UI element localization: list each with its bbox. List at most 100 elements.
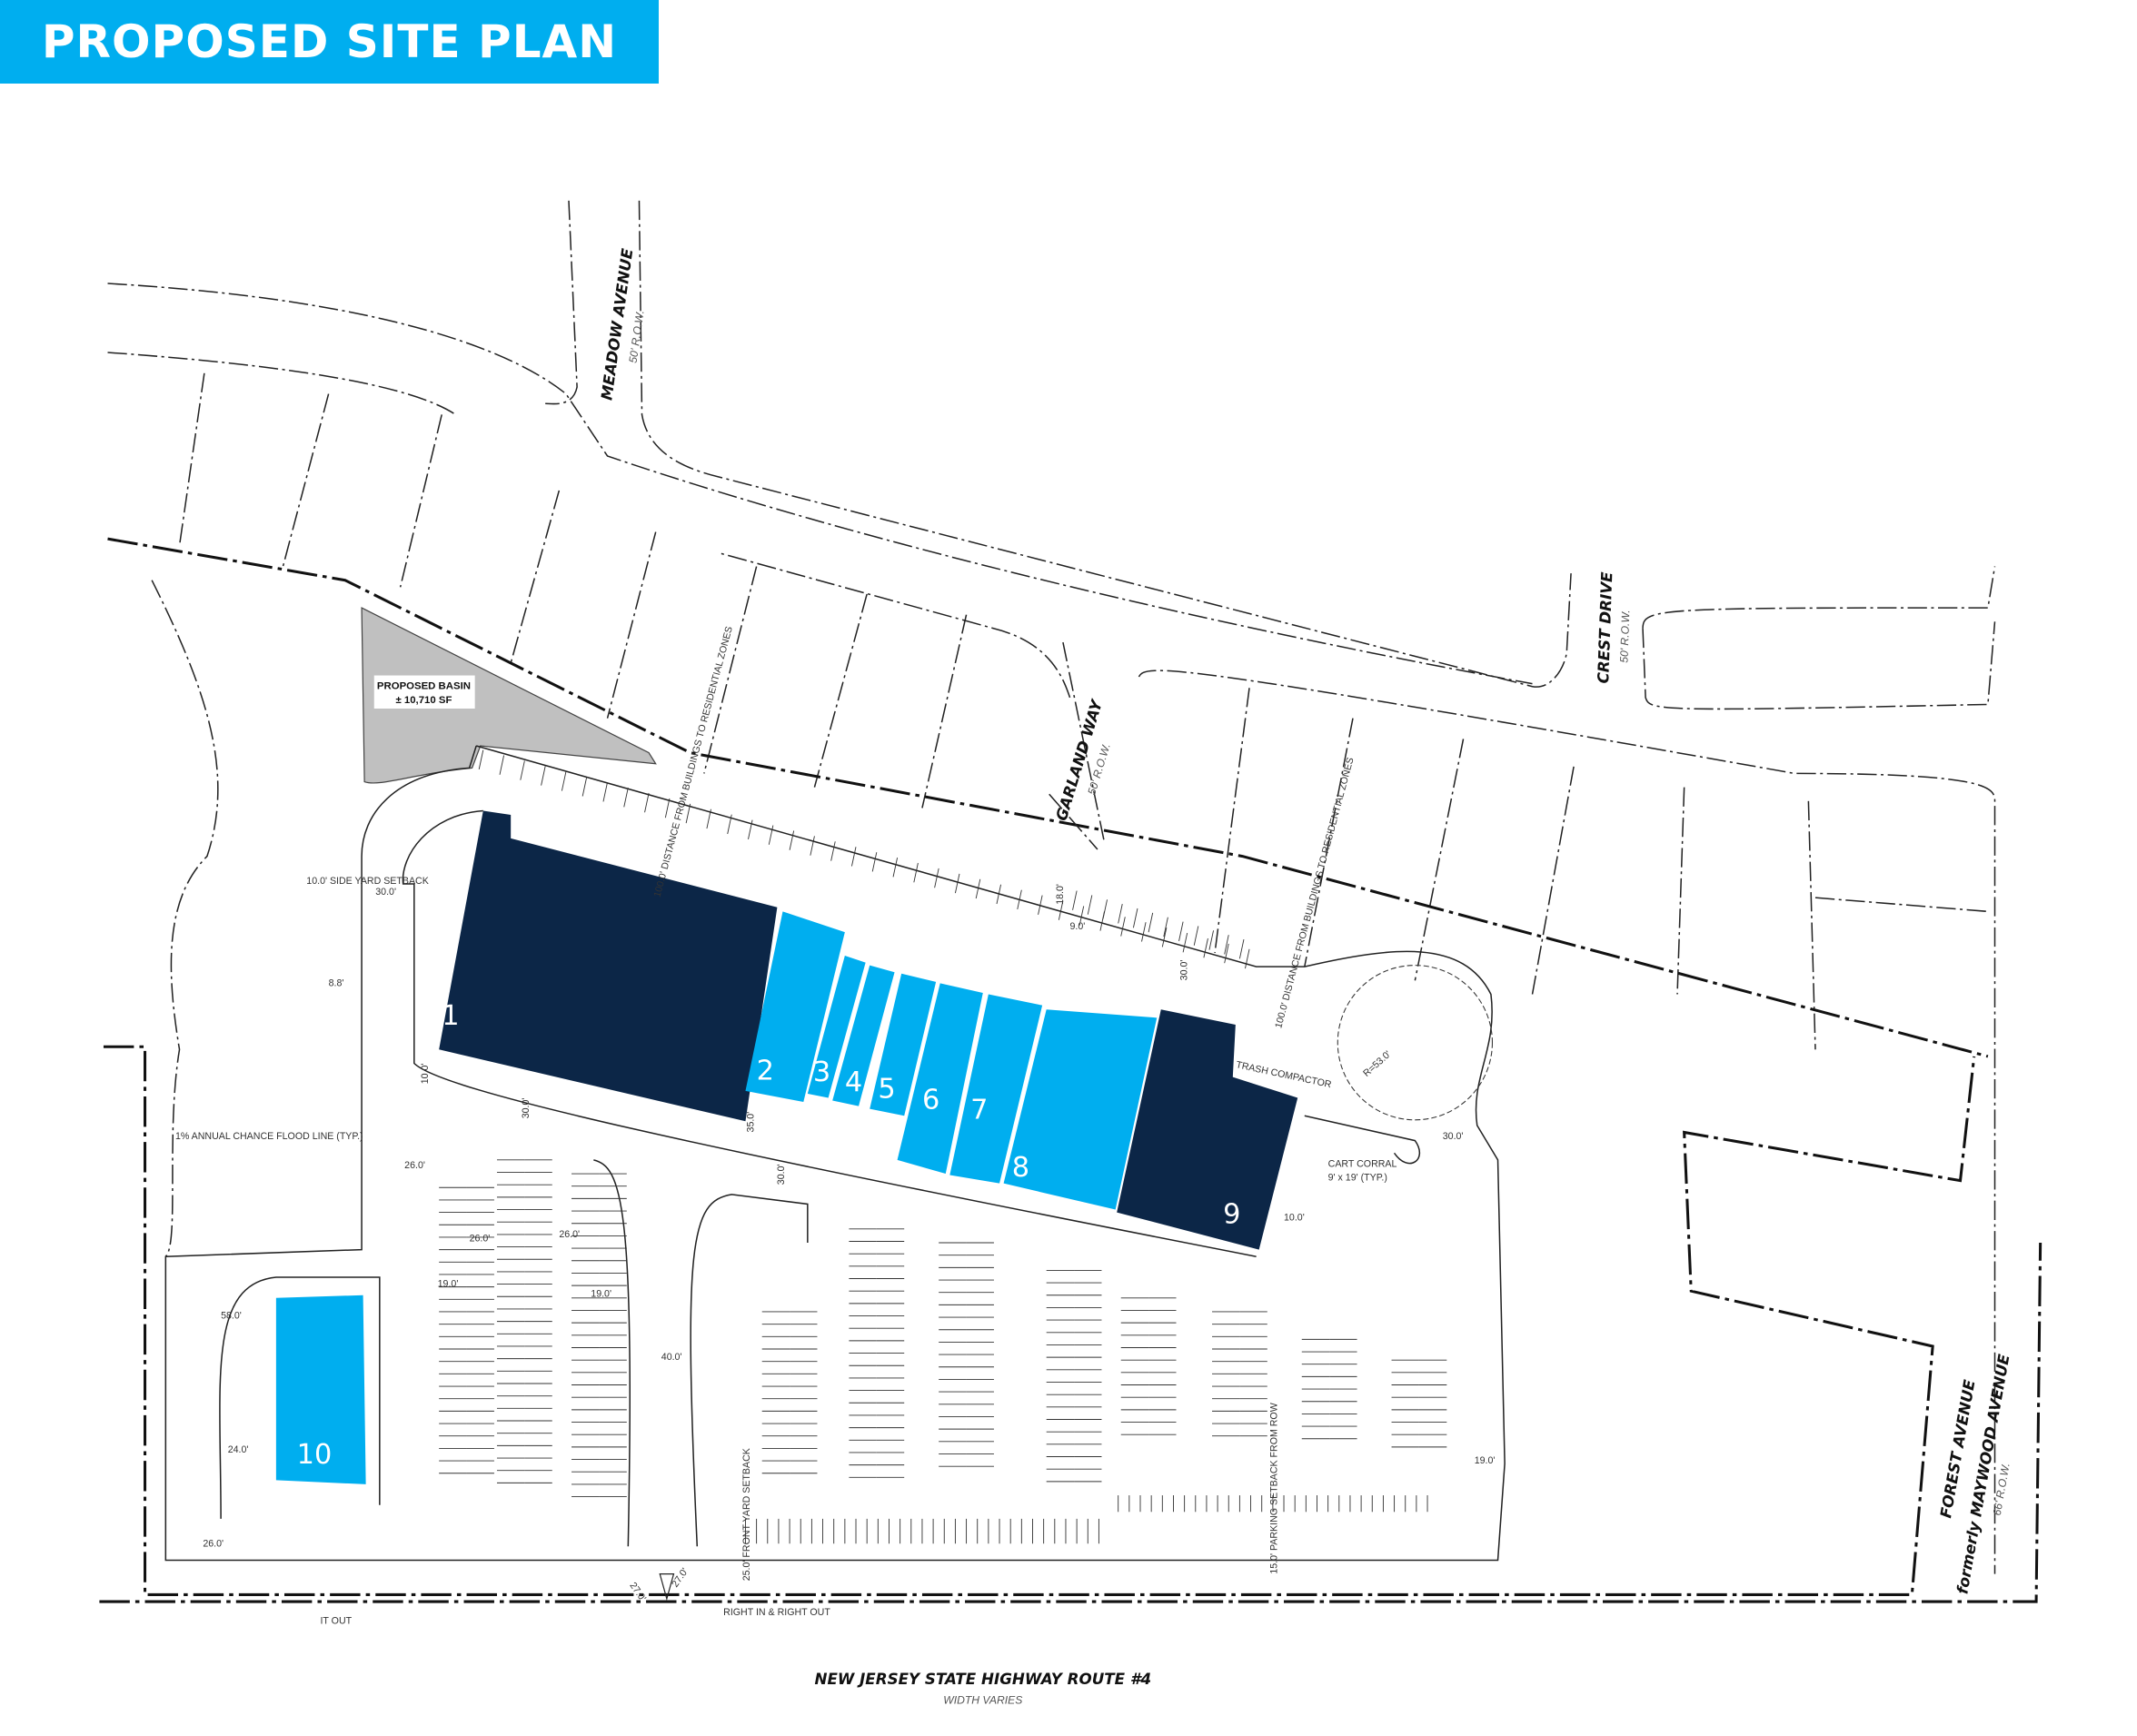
parking-stall-line: [623, 787, 629, 808]
parking-stall-line: [748, 819, 753, 839]
front-setback-label: 25.0' FRONT YARD SETBACK: [741, 1448, 752, 1581]
parking-stall-line: [685, 803, 691, 824]
building-label-1: 1: [442, 1000, 459, 1032]
parking-stall-line: [1178, 921, 1184, 941]
dim: 10.0': [420, 1064, 431, 1085]
parking-stall-line: [1161, 928, 1168, 947]
dim: 58.0': [221, 1311, 242, 1322]
parking-stall-line: [541, 766, 546, 786]
distance-label-west: 100.0' DISTANCE FROM BUILDINGS TO RESIDE…: [652, 625, 735, 898]
parking-stall-line: [561, 771, 567, 791]
parking-stall-line: [892, 858, 899, 878]
dim: 26.0': [559, 1229, 580, 1240]
parking-stall-line: [478, 749, 484, 769]
property-lines: [99, 200, 2043, 1603]
truck-turning-circle: [1337, 965, 1493, 1121]
building-4[interactable]: [832, 965, 895, 1106]
parking-stall-line: [1245, 948, 1250, 969]
title-banner: PROPOSED SITE PLAN: [0, 0, 659, 84]
building-label-6: 6: [922, 1085, 939, 1116]
parking-stall-line: [1224, 943, 1229, 964]
parking-stall-line: [1038, 895, 1043, 915]
parking-stall-line: [1182, 932, 1188, 953]
forest-row: 66' R.O.W.: [1991, 1462, 2013, 1516]
parking-stall-line: [1132, 908, 1138, 928]
building-3[interactable]: [807, 955, 866, 1098]
parking-stall-line: [1102, 899, 1108, 919]
building-7[interactable]: [949, 994, 1043, 1184]
parking-stall-line: [499, 755, 505, 775]
parking-stall-line: [706, 808, 711, 829]
building-label-3: 3: [813, 1056, 830, 1088]
crest-row: 50' R.O.W.: [1617, 610, 1632, 663]
dim: 19.0': [591, 1288, 611, 1299]
parking-stall-line: [975, 878, 981, 899]
parking-stall-line: [1238, 938, 1245, 959]
parking-setback-label: 15.0' PARKING SETBACK FROM ROW: [1268, 1403, 1279, 1573]
dim: 26.0': [404, 1160, 425, 1171]
median-island: [659, 1573, 675, 1602]
buildings: 1 2 3 4 5 6 7 8 9 10: [275, 810, 1298, 1484]
distance-label-east: 100.0' DISTANCE FROM BUILDINGS TO RESIDE…: [1273, 757, 1356, 1030]
dim: 8.8': [329, 977, 344, 988]
dim: 27.0': [670, 1566, 691, 1589]
dim: 30.0': [521, 1098, 532, 1119]
building-label-7: 7: [970, 1094, 988, 1126]
dim: 24.0': [228, 1444, 249, 1455]
building-2[interactable]: [745, 911, 845, 1103]
parking-stalls: [439, 749, 1447, 1544]
parking-stall-line: [520, 760, 525, 780]
parking-stall-line: [664, 798, 671, 818]
dim: 40.0': [661, 1352, 682, 1363]
basin-label: PROPOSED BASIN: [377, 681, 471, 692]
parking-stall-line: [1208, 930, 1214, 950]
parking-stall-line: [810, 836, 815, 856]
proposed-basin: [361, 607, 657, 784]
site-curbs: [164, 745, 1506, 1562]
dim: 35.0': [746, 1112, 757, 1133]
parking-stall-line: [1118, 904, 1123, 924]
building-10[interactable]: [275, 1295, 366, 1484]
dim: 30.0': [1443, 1131, 1464, 1142]
parking-stall-line: [954, 873, 960, 894]
parking-stall-line: [1120, 917, 1126, 937]
basin-label-box: [373, 675, 475, 709]
dim: 26.0': [470, 1233, 491, 1244]
highway-row: WIDTH VARIES: [943, 1693, 1022, 1706]
dim: 18.0': [1055, 884, 1066, 905]
side-setback-label: 10.0' SIDE YARD SETBACK: [306, 876, 428, 887]
dim: 19.0': [1475, 1455, 1496, 1466]
building-1[interactable]: [439, 810, 778, 1122]
building-6[interactable]: [897, 983, 983, 1175]
parking-stall-line: [1078, 906, 1085, 926]
parking-stall-line: [602, 782, 608, 802]
cart-corral-size: 9' x 19' (TYP.): [1328, 1173, 1387, 1184]
building-label-9: 9: [1223, 1199, 1240, 1231]
page-title: PROPOSED SITE PLAN: [41, 15, 618, 68]
parking-stall-line: [1163, 917, 1168, 937]
dim: 27.0': [627, 1581, 648, 1603]
crest-drive-label: CREST DRIVE: [1594, 571, 1615, 684]
parking-stall-line: [1017, 889, 1022, 910]
dim: 30.0': [1179, 960, 1190, 981]
building-label-5: 5: [878, 1073, 895, 1105]
parking-stall-line: [581, 777, 588, 797]
highway-label: NEW JERSEY STATE HIGHWAY ROUTE #4: [814, 1670, 1151, 1688]
parking-stall-line: [789, 830, 795, 850]
parking-stall-line: [1224, 935, 1229, 955]
basin-area: ± 10,710 SF: [396, 695, 452, 706]
building-label-8: 8: [1012, 1152, 1029, 1184]
dim: 30.0': [375, 887, 396, 898]
building-9[interactable]: [1117, 1009, 1298, 1250]
parking-stall-line: [1072, 890, 1078, 910]
radius-label: R=53.0': [1361, 1049, 1393, 1079]
parking-stall-line: [1148, 912, 1154, 933]
parking-stall-line: [830, 841, 836, 861]
parking-stall-line: [871, 852, 878, 872]
building-8[interactable]: [1003, 1009, 1158, 1210]
dim: 26.0': [203, 1538, 224, 1549]
building-5[interactable]: [870, 973, 937, 1116]
flood-line-label: 1% ANNUAL CHANCE FLOOD LINE (TYP.): [175, 1131, 363, 1142]
meadow-row: 50' R.O.W.: [627, 310, 647, 364]
meadow-avenue-label: MEADOW AVENUE: [597, 247, 636, 402]
